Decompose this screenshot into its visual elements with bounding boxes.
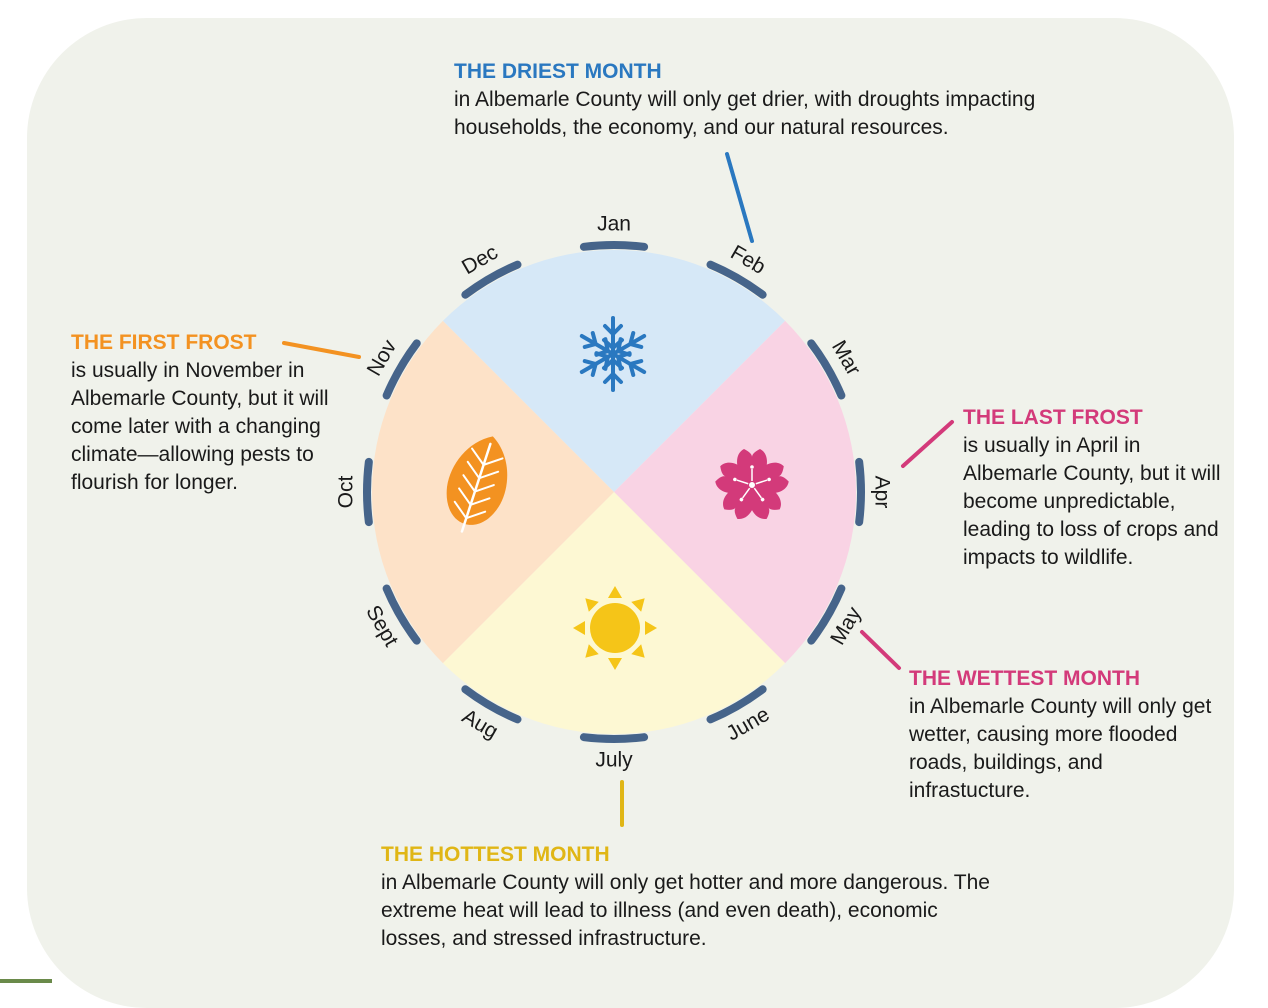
month-tick-nov	[382, 339, 421, 400]
callout-last-frost: THE LAST FROST is usually in April in Al…	[963, 404, 1233, 572]
callout-driest-month: THE DRIEST MONTH in Albemarle County wil…	[454, 58, 1154, 142]
callout-first-frost: THE FIRST FROST is usually in November i…	[71, 329, 351, 497]
accent-bar	[0, 979, 52, 983]
month-tick-aug	[461, 685, 522, 724]
flower-icon	[715, 449, 789, 519]
callout-driest-body: in Albemarle County will only get drier,…	[454, 88, 1036, 139]
month-tick-dec	[461, 260, 522, 299]
connector-last-frost	[901, 420, 954, 468]
month-tick-sept	[382, 584, 421, 645]
callout-wettest-title: THE WETTEST MONTH	[909, 667, 1140, 690]
season-icons	[446, 316, 789, 670]
leaf-icon	[446, 436, 508, 533]
connector-wettest	[860, 630, 901, 670]
month-tick-feb	[706, 260, 767, 299]
callout-wettest-month: THE WETTEST MONTH in Albemarle County wi…	[909, 665, 1229, 805]
month-tick-jan	[579, 241, 649, 251]
callout-hottest-month: THE HOTTEST MONTH in Albemarle County wi…	[381, 841, 1001, 953]
month-tick-june	[706, 685, 767, 724]
snowflake-icon	[579, 316, 647, 392]
sun-icon	[573, 586, 657, 670]
callout-first-frost-body: is usually in November in Albemarle Coun…	[71, 359, 329, 494]
month-tick-oct	[363, 457, 373, 527]
month-tick-apr	[855, 457, 865, 527]
callout-last-frost-body: is usually in April in Albemarle County,…	[963, 434, 1221, 569]
month-ticks	[363, 241, 865, 743]
month-tick-july	[579, 733, 649, 743]
connector-first-frost	[282, 341, 361, 359]
callout-driest-title: THE DRIEST MONTH	[454, 60, 662, 83]
month-tick-may	[807, 584, 846, 645]
callout-last-frost-title: THE LAST FROST	[963, 406, 1143, 429]
month-label-july: July	[595, 749, 633, 772]
connector-driest	[725, 152, 754, 243]
month-tick-mar	[807, 339, 846, 400]
month-label-jan: Jan	[597, 213, 631, 236]
month-label-apr: Apr	[871, 476, 894, 509]
month-label-oct: Oct	[335, 476, 358, 509]
callout-wettest-body: in Albemarle County will only get wetter…	[909, 695, 1212, 802]
callout-hottest-body: in Albemarle County will only get hotter…	[381, 871, 990, 950]
callout-connectors	[282, 152, 954, 827]
callout-first-frost-title: THE FIRST FROST	[71, 331, 257, 354]
callout-hottest-title: THE HOTTEST MONTH	[381, 843, 610, 866]
